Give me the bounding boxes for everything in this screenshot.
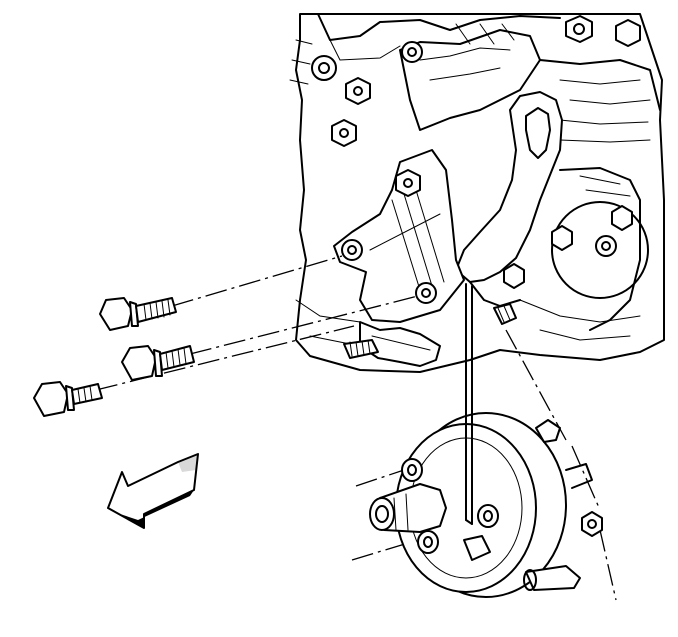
nut <box>581 511 603 537</box>
bolt-middle <box>121 345 195 381</box>
stud <box>343 303 517 359</box>
engine-block <box>289 13 665 373</box>
pulley-assembly <box>369 283 593 598</box>
bolt-lower <box>33 381 103 417</box>
front-arrow-icon <box>107 453 199 529</box>
mounting-bracket <box>333 91 563 367</box>
bolt-upper <box>99 297 177 331</box>
